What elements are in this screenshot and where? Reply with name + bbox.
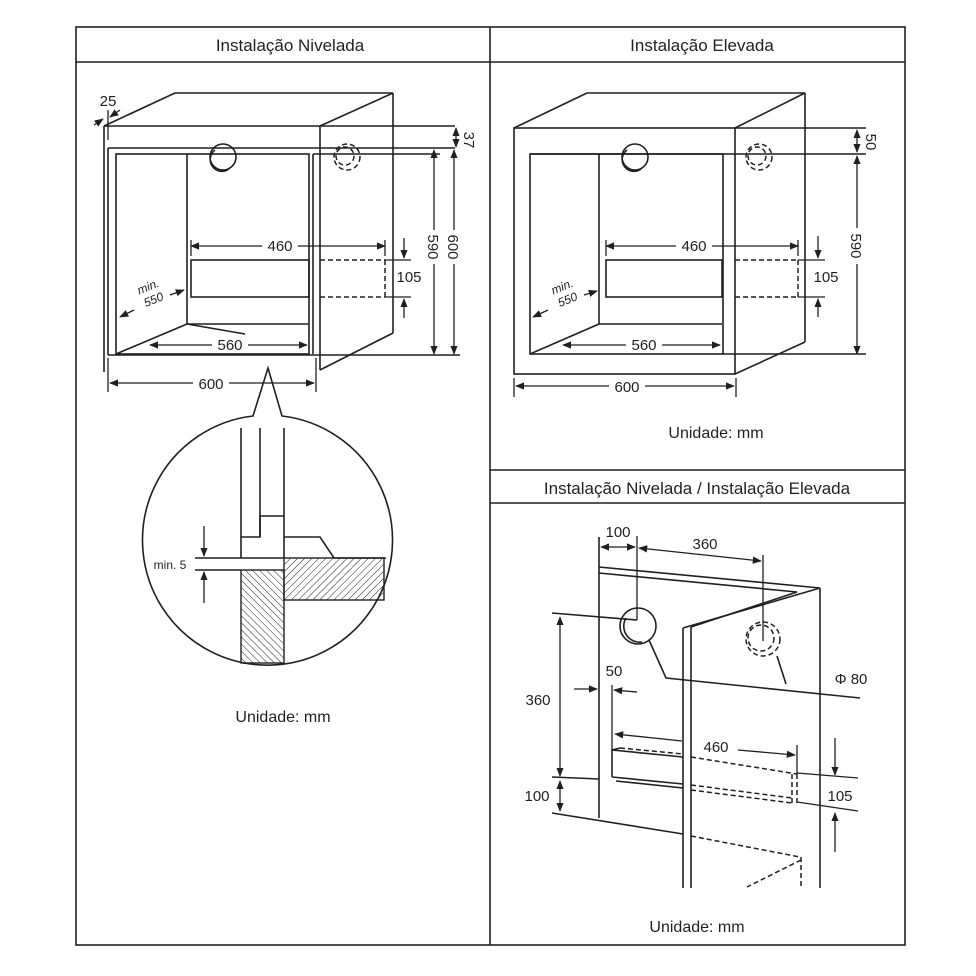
combined-unit-label: Unidade: mm — [649, 919, 744, 936]
raised-outer-width: 600 — [614, 379, 639, 396]
combined-bottom-offset: 100 — [524, 788, 549, 805]
flush-top-depth: 25 — [100, 93, 117, 110]
flush-outer-width: 600 — [198, 376, 223, 393]
detail-min-gap: min. 5 — [154, 558, 187, 572]
combined-panel-title: Instalação Nivelada / Instalação Elevada — [544, 479, 851, 498]
flush-dimensions: 460 105 590 600 37 25 min. 550 560 — [93, 93, 477, 393]
combined-hole-offset-x: 100 — [605, 524, 630, 541]
flush-top-gap: 37 — [460, 132, 477, 149]
flush-cutout-height: 105 — [396, 269, 421, 286]
combined-cutout-offset: 50 — [606, 663, 623, 680]
raised-top-gap: 50 — [862, 134, 879, 151]
raised-panel-title: Instalação Elevada — [630, 36, 774, 55]
raised-inner-width: 560 — [631, 337, 656, 354]
flush-opening-height: 590 — [424, 234, 441, 259]
flush-panel-title: Instalação Nivelada — [216, 36, 365, 55]
flush-cutout-width: 460 — [267, 238, 292, 255]
raised-opening-height: 590 — [847, 233, 864, 258]
combined-hole-height: 360 — [525, 692, 550, 709]
raised-dimensions: 460 105 50 590 min. 550 560 600 — [513, 129, 879, 397]
combined-dimensions: 100 360 360 100 50 460 105 Φ 80 — [524, 524, 867, 852]
table-frame — [75, 26, 906, 946]
combined-hole-spacing: 360 — [692, 536, 717, 553]
raised-cutout-width: 460 — [681, 238, 706, 255]
combined-cutout-width: 460 — [703, 739, 728, 756]
flush-cabinet-drawing — [103, 92, 460, 372]
flush-unit-label: Unidade: mm — [235, 709, 330, 726]
raised-cabinet-drawing — [513, 92, 866, 375]
flush-total-height: 600 — [444, 234, 461, 259]
raised-cutout-height: 105 — [813, 269, 838, 286]
combined-cabinet-drawing — [551, 536, 861, 888]
flush-detail-bubble: min. 5 — [141, 365, 394, 666]
combined-hole-diameter: Φ 80 — [835, 671, 868, 688]
combined-cutout-height: 105 — [827, 788, 852, 805]
raised-unit-label: Unidade: mm — [668, 425, 763, 442]
flush-inner-width: 560 — [217, 337, 242, 354]
